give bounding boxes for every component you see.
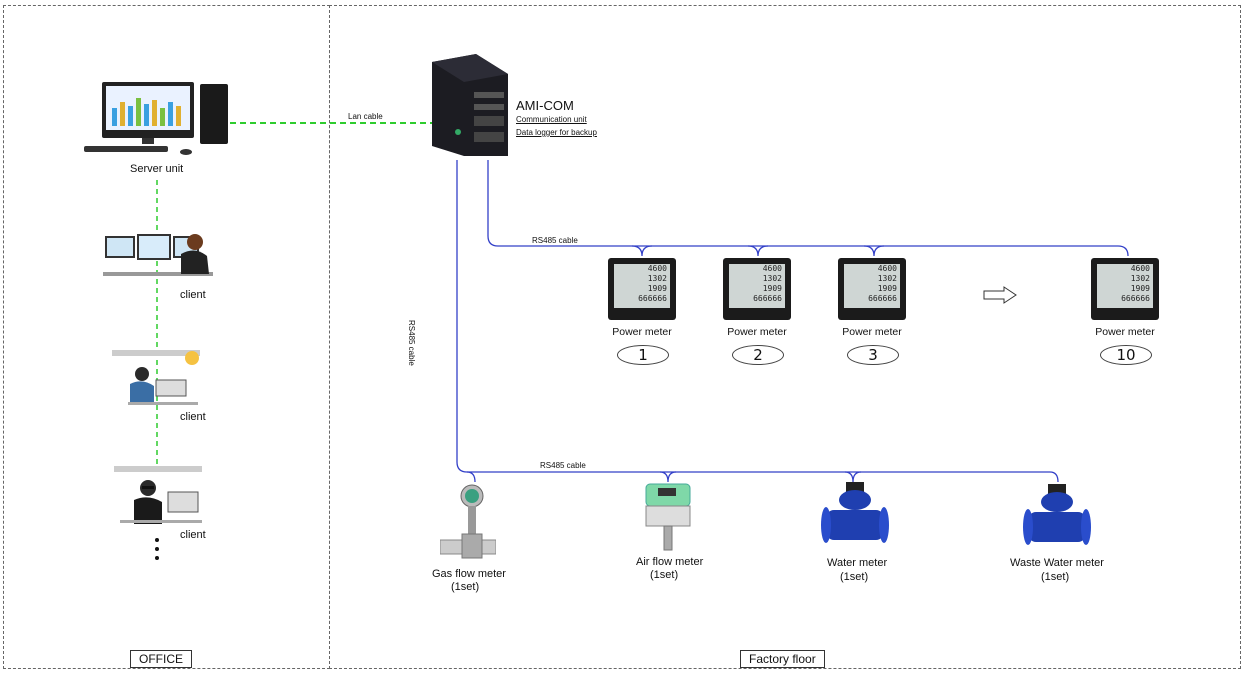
client-2-icon [108, 346, 204, 408]
rs485-drop-1 [631, 245, 653, 257]
rs485-bottom-label: RS485 cable [540, 461, 586, 470]
power-meter-number: 3 [847, 345, 899, 365]
rs485-top-bus [487, 160, 1129, 257]
meter-reading: 4600 [647, 264, 667, 273]
server-unit-label: Server unit [130, 163, 184, 175]
meter-reading: 4600 [877, 264, 897, 273]
meter-reading: 666666 [753, 294, 782, 303]
meter-reading: 1302 [647, 274, 667, 283]
rs485-vertical-label: RS485 cable [407, 320, 416, 366]
rs485-drop-2 [747, 245, 769, 257]
meter-reading: 1302 [1130, 274, 1150, 283]
meter-reading: 666666 [1121, 294, 1150, 303]
water-meter-label: Water meter [827, 557, 888, 569]
rs485-drop-air [659, 471, 677, 483]
meter-reading: 1909 [762, 284, 782, 293]
waste-water-meter-label: Waste Water meter [1010, 557, 1104, 569]
power-meter-label: Power meter [727, 326, 787, 338]
gas-flow-meter-label: Gas flow meter [432, 568, 506, 580]
air-flow-meter-label: Air flow meter [636, 556, 704, 568]
rs485-drop-gas [466, 471, 476, 483]
rs485-drop-water [844, 471, 862, 483]
power-meter-label: Power meter [1095, 326, 1155, 338]
lan-cable-label: Lan cable [348, 112, 383, 121]
power-meter-number: 2 [732, 345, 784, 365]
water-meter-icon [820, 480, 890, 554]
meter-reading: 666666 [638, 294, 667, 303]
ami-com-title: AMI-COM [516, 98, 574, 113]
client-1-label: client [180, 289, 206, 301]
ami-com-device-icon [430, 52, 510, 158]
meter-reading: 1302 [762, 274, 782, 283]
factory-zone-label: Factory floor [740, 650, 825, 668]
gas-flow-meter-icon [440, 484, 496, 568]
continuation-arrow-icon [983, 286, 1017, 304]
client-3-label: client [180, 529, 206, 541]
air-flow-meter-icon [644, 482, 692, 554]
client-2-label: client [180, 411, 206, 423]
server-computer-icon [82, 80, 234, 160]
waste-water-meter-qty: (1set) [1041, 571, 1070, 583]
power-meter-number: 1 [617, 345, 669, 365]
ami-com-subtitle-1: Communication unit [516, 115, 587, 124]
meter-reading: 1909 [647, 284, 667, 293]
rs485-top-label: RS485 cable [532, 236, 578, 245]
rs485-drop-3 [863, 245, 885, 257]
meter-reading: 1302 [877, 274, 897, 283]
meter-reading: 4600 [762, 264, 782, 273]
gas-flow-meter-qty: (1set) [451, 581, 480, 593]
air-flow-meter-qty: (1set) [650, 569, 679, 581]
rs485-vertical [456, 160, 1059, 483]
water-meter-qty: (1set) [840, 571, 869, 583]
waste-water-meter-icon [1022, 482, 1092, 556]
client-3-icon [110, 464, 206, 526]
factory-zone [329, 5, 1241, 669]
client-1-icon [103, 228, 213, 286]
meter-reading: 1909 [877, 284, 897, 293]
meter-reading: 1909 [1130, 284, 1150, 293]
power-meter-number: 10 [1100, 345, 1152, 365]
ami-com-subtitle-2: Data logger for backup [516, 128, 597, 137]
meter-reading: 666666 [868, 294, 897, 303]
power-meter-label: Power meter [612, 326, 672, 338]
power-meter-label: Power meter [842, 326, 902, 338]
office-zone-label: OFFICE [130, 650, 192, 668]
meter-reading: 4600 [1130, 264, 1150, 273]
